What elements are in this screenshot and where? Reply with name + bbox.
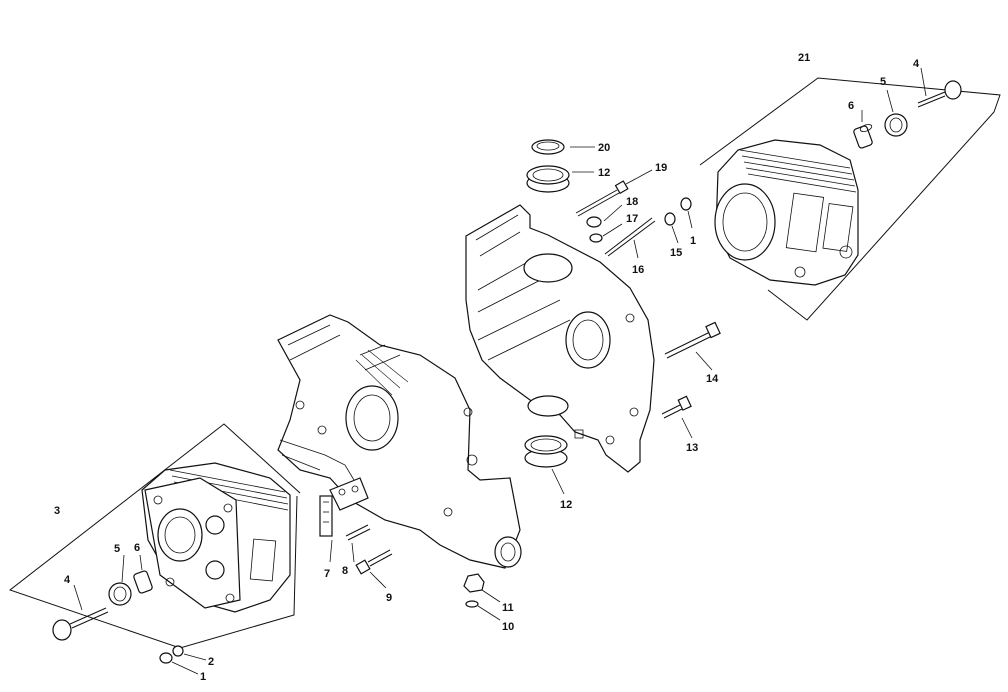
callout-15: 15 [670, 247, 682, 259]
callout-5-right: 5 [880, 76, 886, 88]
callout-1-top: 1 [690, 235, 696, 247]
callout-21: 21 [798, 52, 810, 64]
callout-14: 14 [706, 373, 719, 385]
left-valve-seat [108, 582, 132, 606]
callout-12-top: 12 [598, 167, 610, 179]
callout-4-left: 4 [64, 574, 71, 586]
callout-2: 2 [208, 656, 214, 668]
callout-5-left: 5 [114, 543, 120, 555]
bushing-12-bottom [524, 435, 568, 468]
nut-15 [664, 212, 676, 226]
plate-7 [319, 495, 333, 537]
callout-19: 19 [655, 162, 667, 174]
callout-10: 10 [502, 621, 514, 633]
callout-7: 7 [324, 568, 330, 580]
upper-small-parts [524, 139, 721, 468]
left-cylinder-head [141, 462, 291, 613]
right-crankcase-half [465, 204, 655, 473]
callout-16: 16 [632, 264, 644, 276]
washer-10 [465, 600, 479, 608]
right-valve-seat [884, 113, 908, 137]
right-valve [917, 80, 962, 108]
callout-13: 13 [686, 442, 698, 454]
bolt-14 [664, 321, 721, 359]
callout-12-bottom: 12 [560, 499, 572, 511]
callout-6-left: 6 [134, 542, 140, 554]
bolt-9 [355, 549, 393, 575]
left-crankcase-half [277, 314, 522, 569]
callout-6-right: 6 [848, 100, 854, 112]
nut-2 [172, 645, 184, 657]
stud-8 [345, 524, 371, 541]
bolt-13 [661, 395, 692, 419]
group-bracket-3 [8, 423, 301, 649]
nut-1-top [680, 197, 692, 211]
right-cylinder-head [714, 139, 859, 286]
stud-16 [604, 217, 656, 257]
gasket [329, 477, 369, 511]
callout-3: 3 [54, 505, 60, 517]
callout-9: 9 [386, 592, 392, 604]
cap-11 [463, 573, 485, 593]
bolt-19 [575, 180, 629, 217]
lower-small-parts [319, 477, 485, 608]
callout-1-bottom: 1 [200, 671, 206, 683]
callout-20: 20 [598, 142, 610, 154]
callout-17: 17 [626, 213, 638, 225]
leader-lines [73, 67, 927, 675]
nut-1-bottom [159, 652, 173, 664]
callout-labels: 21 4 5 6 20 12 19 18 17 16 15 1 14 13 12… [54, 52, 920, 683]
left-valve-guide [133, 570, 153, 594]
callout-8: 8 [342, 565, 348, 577]
group-bracket-21 [699, 77, 1001, 321]
bushing-12-top [526, 165, 570, 193]
washer-17 [589, 233, 603, 243]
nut-18 [586, 216, 602, 228]
callout-11: 11 [502, 602, 514, 614]
left-cylinder-head-assembly [8, 423, 301, 649]
right-valve-guide [853, 124, 873, 149]
callout-18: 18 [626, 196, 638, 208]
callout-4-right: 4 [913, 58, 920, 70]
right-cylinder-head-assembly [699, 77, 1001, 321]
left-valve [52, 607, 109, 641]
